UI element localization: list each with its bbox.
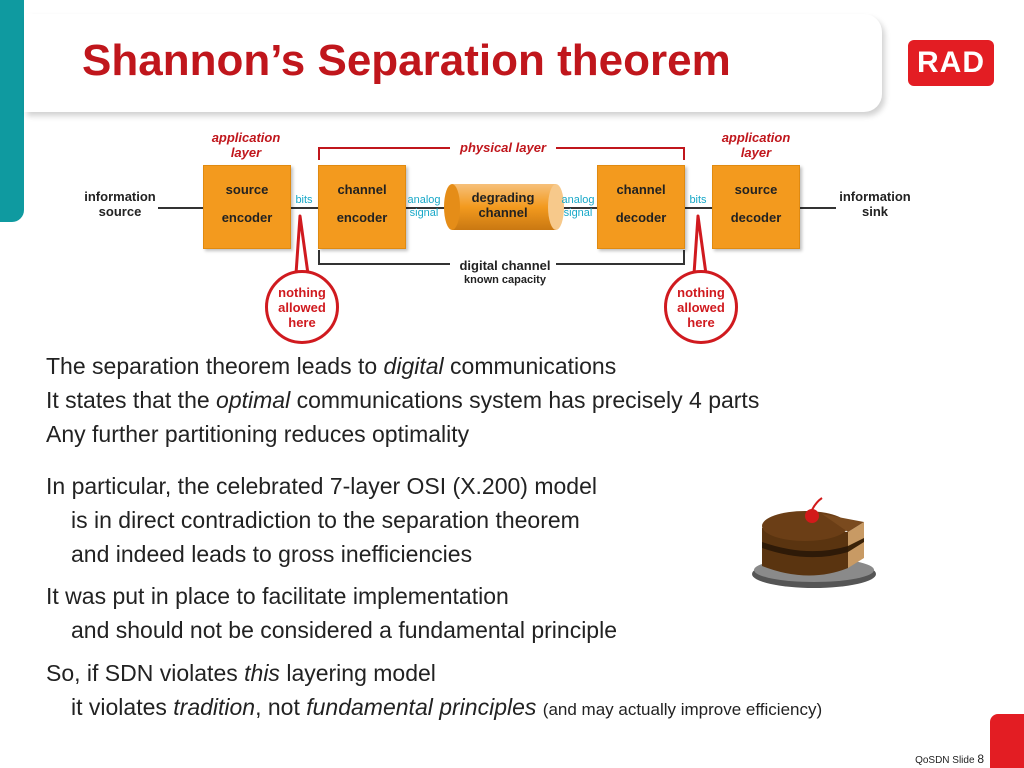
body-line-1: The separation theorem leads to digital … bbox=[46, 353, 617, 379]
bits-label-right: bits bbox=[689, 194, 707, 206]
corner-accent bbox=[990, 714, 1024, 768]
digital-channel-label: digital channel known capacity bbox=[459, 258, 551, 286]
body-line-4b: and indeed leads to gross inefficiencies bbox=[71, 541, 473, 567]
slide-number: 8 bbox=[977, 752, 984, 766]
body-line-3: Any further partitioning reduces optimal… bbox=[46, 421, 470, 447]
body-line-2: It states that the optimal communication… bbox=[46, 387, 760, 413]
cake-illustration bbox=[752, 497, 876, 588]
title-panel bbox=[24, 14, 882, 112]
diagram-lines bbox=[158, 147, 836, 276]
bits-label-left: bits bbox=[295, 194, 313, 206]
body-line-4a: is in direct contradiction to the separa… bbox=[71, 507, 580, 533]
body-line-6a: it violates tradition, not fundamental p… bbox=[71, 694, 823, 720]
body-line-6: So, if SDN violates this layering model bbox=[46, 660, 436, 686]
rad-logo: RAD bbox=[908, 40, 994, 86]
body-line-5: It was put in place to facilitate implem… bbox=[46, 583, 509, 609]
body-line-4: In particular, the celebrated 7-layer OS… bbox=[46, 473, 598, 499]
slide-footer: QoSDN Slide 8 bbox=[915, 752, 984, 766]
physical-layer-label: physical layer bbox=[460, 140, 546, 155]
body-line-5a: and should not be considered a fundament… bbox=[71, 617, 617, 643]
accent-bar bbox=[0, 0, 24, 222]
slide-title: Shannon’s Separation theorem bbox=[82, 36, 731, 85]
